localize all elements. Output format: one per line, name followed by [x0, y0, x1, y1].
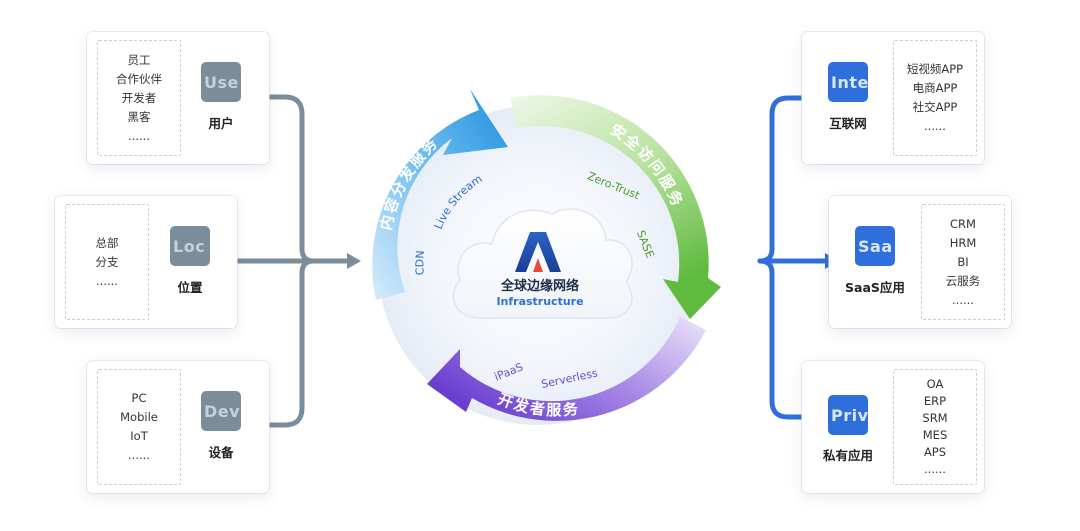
device-icon: Dev: [201, 391, 241, 431]
private-app-items-box: OA ERP SRM MES APS ......: [893, 369, 977, 485]
list-item: SRM: [922, 411, 948, 425]
dev-arc-arrow: [427, 317, 706, 421]
saas-items-box: CRM HRM BI 云服务 ......: [921, 204, 1005, 320]
private-app-icon: Priv: [828, 395, 868, 435]
user-items-box: 员工 合作伙伴 开发者 黑客 ......: [97, 40, 181, 156]
saas-icon: Saa: [855, 226, 895, 266]
cdn-arc-arrow: [372, 89, 508, 300]
device-card: PC Mobile IoT ...... Dev 设备: [87, 361, 269, 493]
internet-items-box: 短视频APP 电商APP 社交APP ......: [893, 40, 977, 156]
list-item: 员工: [127, 52, 151, 67]
cloud-shape: [452, 208, 633, 319]
user-icon: Use: [201, 62, 241, 102]
list-item: ......: [96, 273, 118, 288]
list-item: ......: [924, 119, 946, 133]
internet-card: Inte 互联网 短视频APP 电商APP 社交APP ......: [802, 32, 984, 164]
device-label: 设备: [208, 445, 234, 460]
internet-icon: Inte: [828, 62, 868, 102]
brand-logo-icon: [515, 232, 561, 272]
list-item: IoT: [130, 429, 148, 443]
list-item: ERP: [923, 394, 947, 408]
saas-label: SaaS应用: [845, 280, 905, 295]
user-label: 用户: [208, 116, 234, 131]
list-item: APS: [923, 445, 947, 459]
list-item: OA: [926, 377, 944, 391]
list-item: PC: [131, 391, 147, 405]
internet-label: 互联网: [829, 116, 867, 131]
left-arrowhead: [347, 253, 361, 269]
location-items-box: 总部 分支 ......: [65, 204, 149, 320]
saas-card: Saa SaaS应用 CRM HRM BI 云服务 ......: [829, 196, 1011, 328]
list-item: Mobile: [120, 410, 158, 424]
user-card: 员工 合作伙伴 开发者 黑客 ...... Use 用户: [87, 32, 269, 164]
list-item: CRM: [950, 216, 976, 231]
list-item: 开发者: [121, 90, 157, 105]
list-item: 总部: [95, 235, 119, 250]
list-item: 短视频APP: [906, 62, 964, 76]
list-item: 电商APP: [912, 81, 958, 95]
device-items-box: PC Mobile IoT ......: [97, 369, 181, 485]
location-icon: Loc: [170, 226, 210, 266]
list-item: 社交APP: [912, 100, 958, 114]
list-item: 黑客: [127, 109, 151, 124]
list-item: ......: [924, 462, 946, 476]
list-item: MES: [922, 428, 948, 442]
list-item: 云服务: [945, 273, 981, 288]
list-item: ......: [128, 128, 150, 143]
location-label: 位置: [177, 280, 203, 295]
tag-cdn: CDN: [413, 250, 427, 276]
list-item: HRM: [949, 235, 977, 250]
list-item: ......: [952, 292, 974, 307]
sase-arc-arrow: [510, 95, 721, 319]
list-item: 分支: [95, 254, 119, 269]
center-subtitle: Infrastructure: [496, 295, 583, 308]
list-item: BI: [957, 254, 969, 269]
list-item: ......: [128, 448, 150, 462]
svg-text:CDN: CDN: [413, 250, 427, 276]
list-item: 合作伙伴: [116, 71, 162, 86]
location-card: 总部 分支 ...... Loc 位置: [55, 196, 237, 328]
private-app-card: Priv 私有应用 OA ERP SRM MES APS ......: [802, 361, 984, 493]
center-title: 全球边缘网络: [500, 278, 579, 294]
private-app-label: 私有应用: [822, 448, 873, 463]
